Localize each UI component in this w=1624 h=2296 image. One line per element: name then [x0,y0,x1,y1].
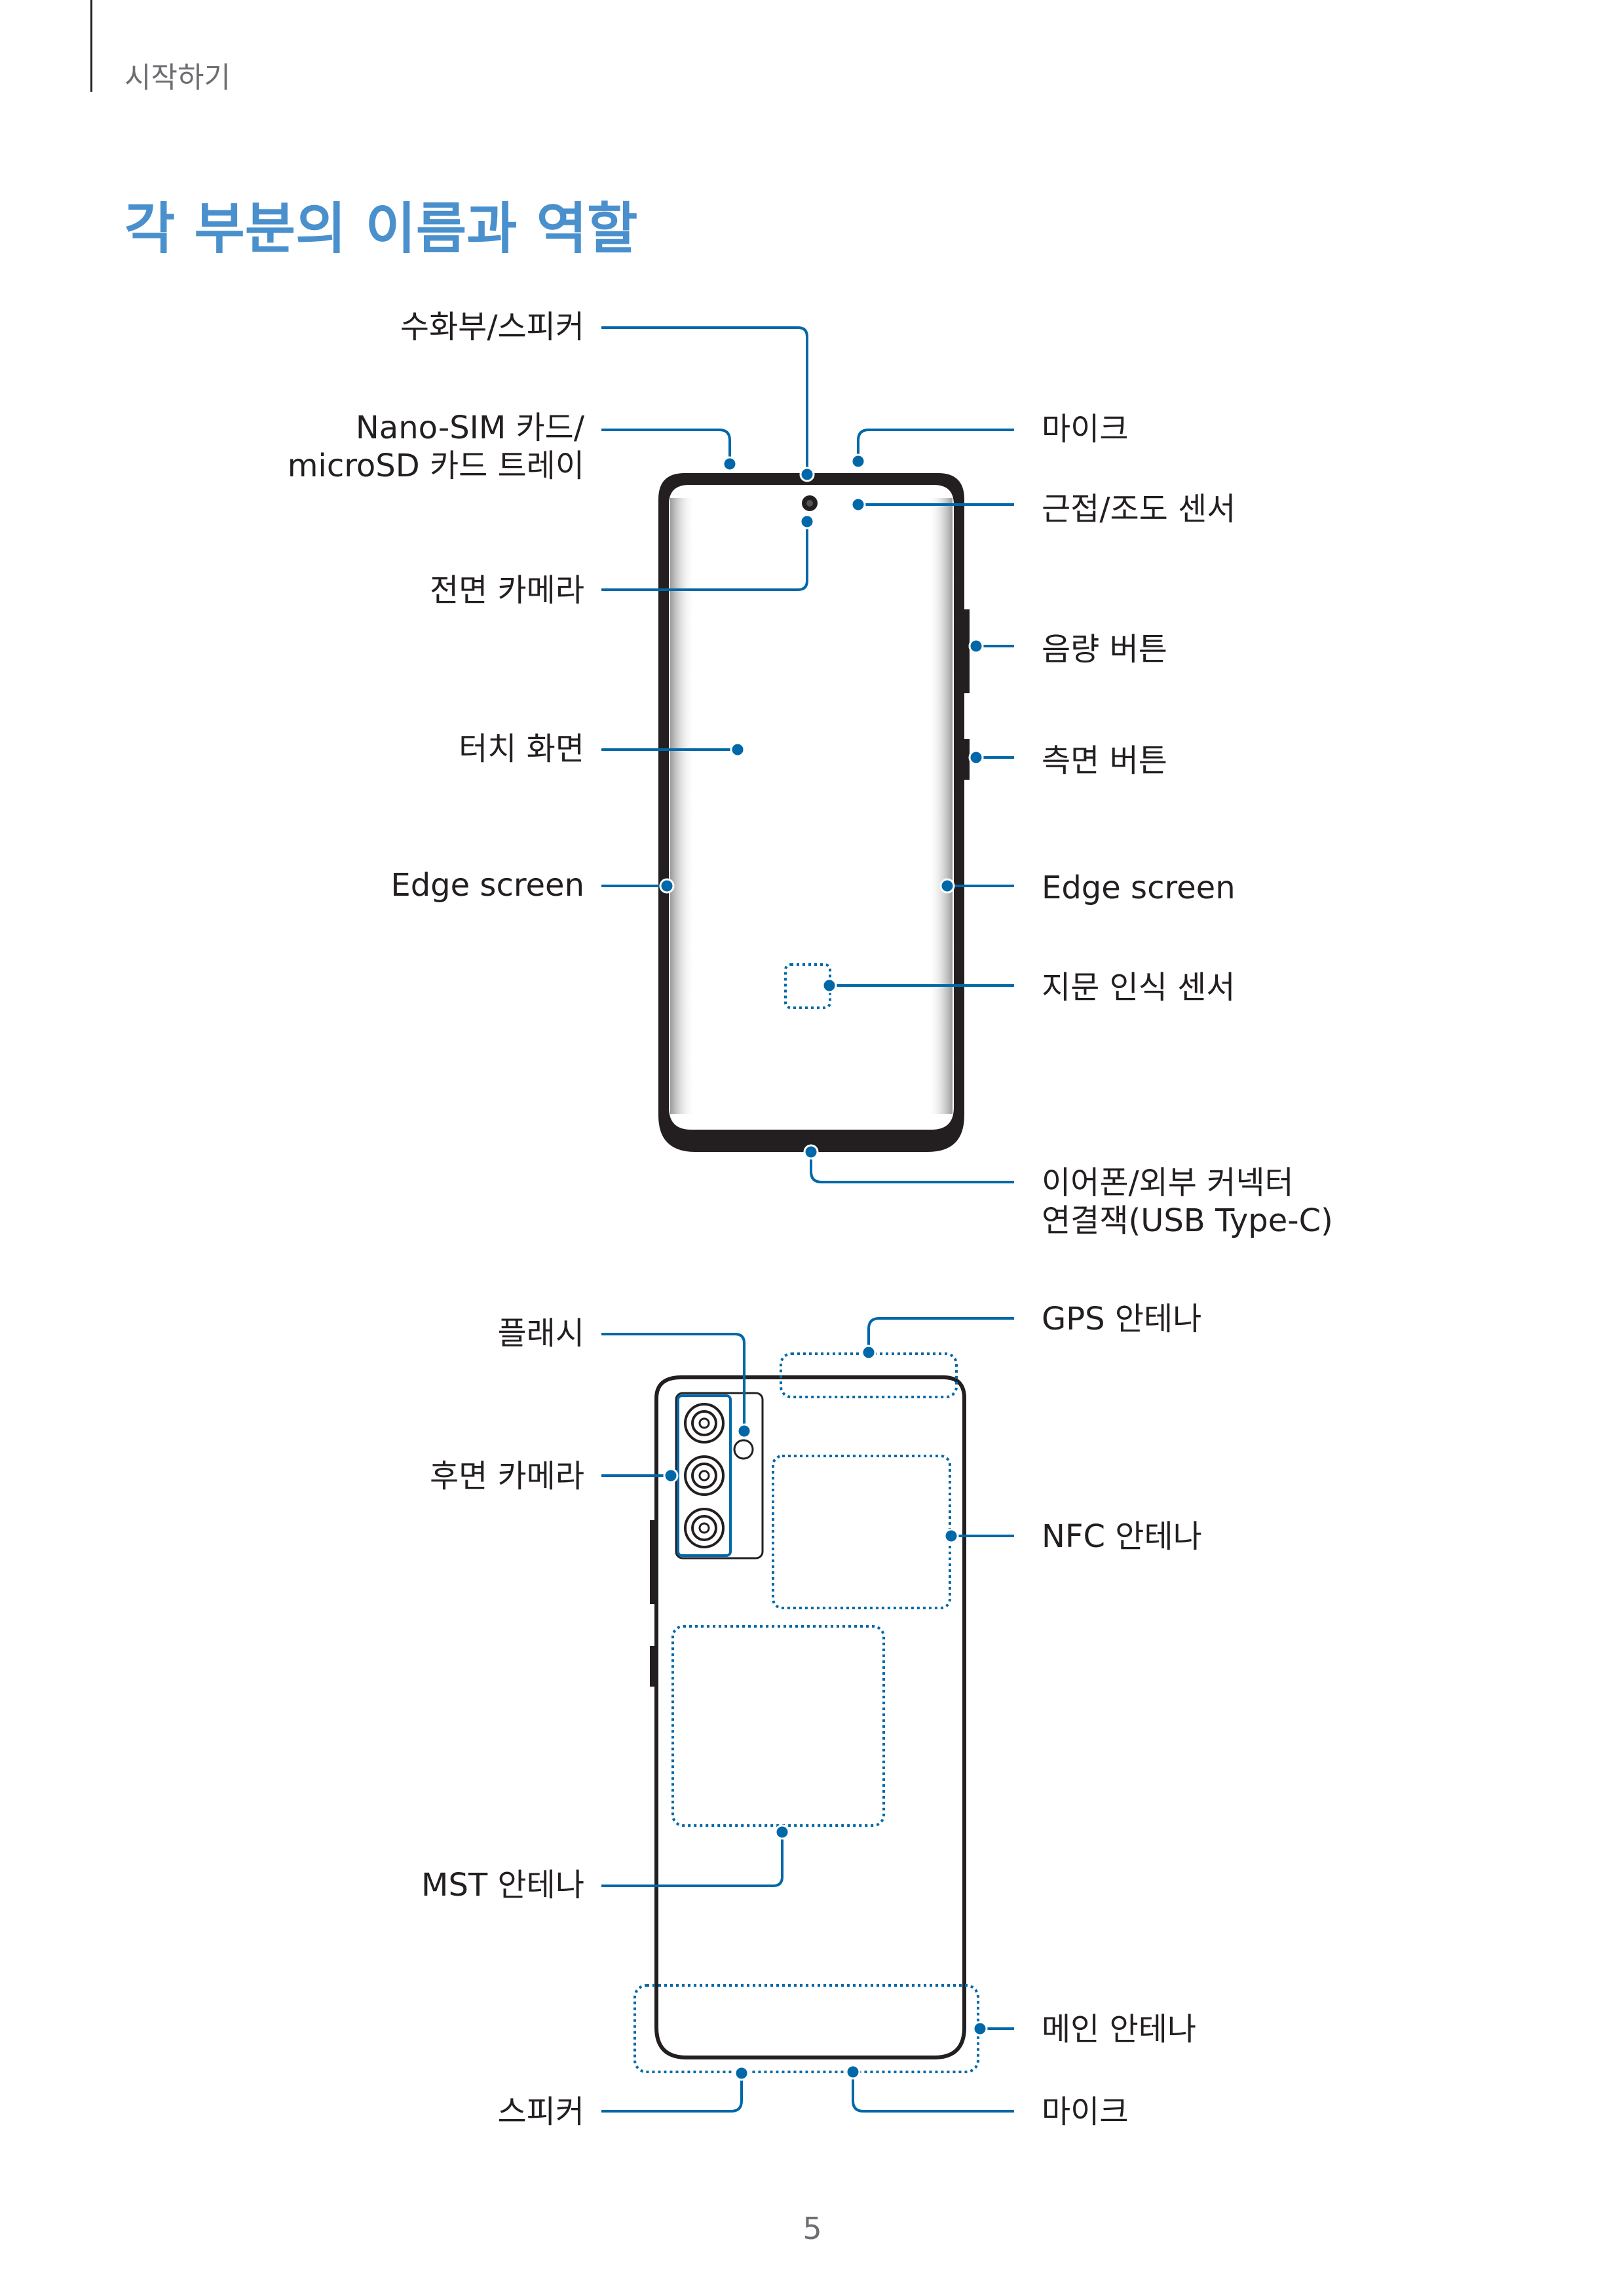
dot-flash [736,1423,752,1439]
label-mic-top: 마이크 [1042,411,1129,448]
nfc-antenna-area [772,1455,951,1609]
label-front-camera: 전면 카메라 [429,572,584,609]
leader-lines [601,326,1014,2113]
leader-mst [601,1832,784,1887]
edge-shade-left [670,498,695,1114]
rear-lens-2 [684,1455,725,1496]
label-sim-tray-line2: microSD 카드 트레이 [287,448,584,484]
back-volume-key-shape [650,1520,656,1604]
leader-gps [867,1317,1014,1352]
dot-earpiece [799,467,815,482]
label-gps-antenna: GPS 안테나 [1042,1301,1202,1337]
leader-front-camera [601,522,808,591]
dot-front-camera [799,514,815,529]
side-key-shape [964,739,970,780]
label-earpiece: 수화부/스피커 [400,309,584,345]
leader-sim [601,429,731,464]
dot-mic-top [850,453,866,469]
label-flash: 플래시 [497,1315,584,1352]
dot-mic-bottom [845,2064,861,2080]
leader-speaker [601,2073,743,2113]
dot-touchscreen [730,742,746,757]
back-phone [633,1352,979,2073]
edge-shade-right [928,498,953,1114]
front-camera-lens [806,500,813,507]
mst-antenna-area [671,1625,885,1827]
label-side-key: 측면 버튼 [1042,742,1167,779]
label-main-antenna: 메인 안테나 [1042,2011,1197,2048]
front-screen [669,485,954,1130]
label-sim-tray-line1: Nano-SIM 카드/ [355,410,584,446]
leader-usb [810,1152,1014,1183]
rear-lens-1 [684,1403,725,1444]
dot-main-antenna [972,2021,988,2037]
back-side-key-shape [650,1646,656,1687]
dot-gps [861,1345,877,1360]
label-proximity-sensor: 근접/조도 센서 [1042,491,1236,527]
volume-key-shape [964,609,970,693]
flash-shape [733,1439,754,1460]
page-number: 5 [803,2211,822,2246]
rear-lens-3 [684,1508,725,1548]
dot-side [968,750,984,765]
dot-sim [722,456,738,472]
label-volume-key: 음량 버튼 [1042,631,1167,668]
dot-proximity [850,497,866,512]
label-usb-line2: 연결잭(USB Type-C) [1042,1202,1333,1239]
label-touchscreen: 터치 화면 [459,731,584,767]
leader-dots [659,453,988,2081]
leader-mic-bottom [852,2072,1014,2113]
dot-usb [803,1144,819,1160]
back-phone-body [654,1375,966,2059]
dot-volume [968,638,984,654]
label-usb-line1: 이어폰/외부 커넥터 [1042,1164,1294,1201]
header-rule [90,0,92,92]
page-title: 각 부분의 이름과 역할 [124,197,638,261]
dot-mst [774,1824,790,1840]
main-antenna-area [633,1984,979,2073]
label-rear-camera: 후면 카메라 [429,1458,584,1495]
dot-speaker [734,2065,749,2081]
dot-nfc [943,1528,959,1544]
label-mic-bottom: 마이크 [1042,2094,1129,2130]
dot-fingerprint [821,978,837,993]
leader-flash [601,1333,746,1431]
label-edge-right: Edge screen [1042,870,1236,906]
label-fingerprint: 지문 인식 센서 [1042,969,1236,1006]
fingerprint-area [784,963,831,1009]
front-phone [658,473,970,1152]
leader-mic-top [857,429,1014,461]
label-edge-left: Edge screen [390,867,584,904]
dot-edge-right [939,878,955,894]
section-title: 시작하기 [124,61,231,94]
dot-rear-camera [663,1468,679,1483]
leader-earpiece [601,326,808,474]
label-nfc-antenna: NFC 안테나 [1042,1518,1202,1555]
label-speaker: 스피커 [497,2094,584,2130]
dot-edge-left [659,878,675,894]
label-mst-antenna: MST 안테나 [421,1867,584,1904]
